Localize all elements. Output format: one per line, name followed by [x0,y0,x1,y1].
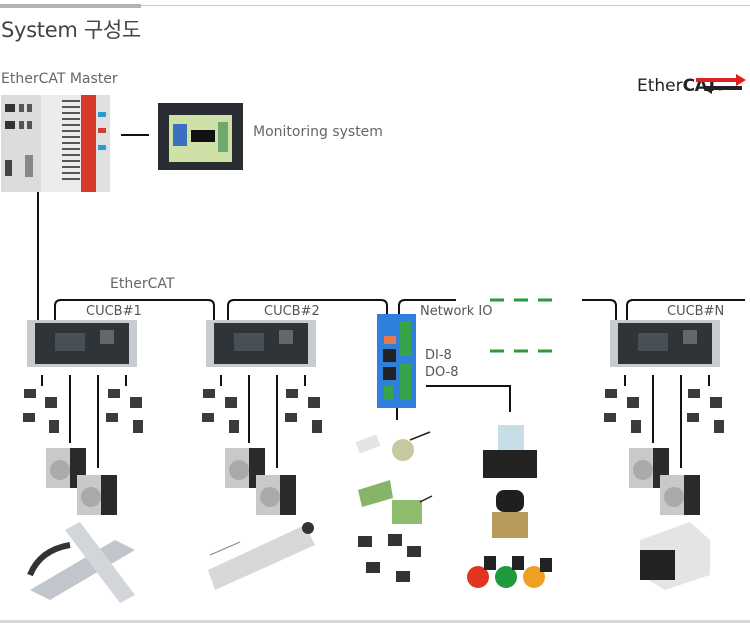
relay-icon [483,425,537,478]
connection-lines [37,134,745,468]
indicator-lamps-icon [467,556,552,588]
rotary-actuator-icon [640,522,710,590]
cucbN-board [610,320,720,367]
photo-sensor-icon [23,389,59,433]
header-accent-bar [0,4,141,8]
photo-sensor-icon [285,389,322,433]
linear-actuator-icon [208,522,315,590]
page-title: System 구성도 [1,18,141,42]
monitor-label: Monitoring system [253,124,383,140]
slot-sensor-icon [358,534,421,582]
solenoid-valve-icon [492,490,528,538]
stepper-motors [46,448,700,515]
ethercat-master-device [1,95,110,192]
photo-sensor-icon [687,389,724,433]
header-divider [141,5,750,6]
stepper-motor-icon [660,475,700,515]
network-io-label: Network IO [420,304,493,319]
monitoring-hmi-device [158,103,243,170]
cucbN-label: CUCB#N [667,304,725,319]
xy-stage-icon [27,522,135,603]
stepper-motor-icon [77,475,117,515]
inductive-sensor-icon [358,480,433,524]
dashed-link [490,298,556,353]
footer-divider [0,620,750,623]
photo-sensor-icon [604,389,641,433]
stepper-motor-icon [46,448,86,488]
bus-label: EtherCAT [110,276,175,292]
cucb1-label: CUCB#1 [86,304,142,319]
do-label: DO-8 [425,365,459,380]
photo-sensor-icon [106,389,143,433]
stepper-motor-icon [256,475,296,515]
photo-sensor-icon [202,389,239,433]
cucb1-board [27,320,137,367]
cucb2-label: CUCB#2 [264,304,320,319]
cucb2-board [206,320,316,367]
di-label: DI-8 [425,348,452,363]
ethercat-arrows-icon [696,74,746,94]
network-io-device [377,314,416,408]
master-label: EtherCAT Master [1,71,118,87]
proximity-sensor-icon [355,431,431,461]
photo-sensor-groups [23,389,724,433]
